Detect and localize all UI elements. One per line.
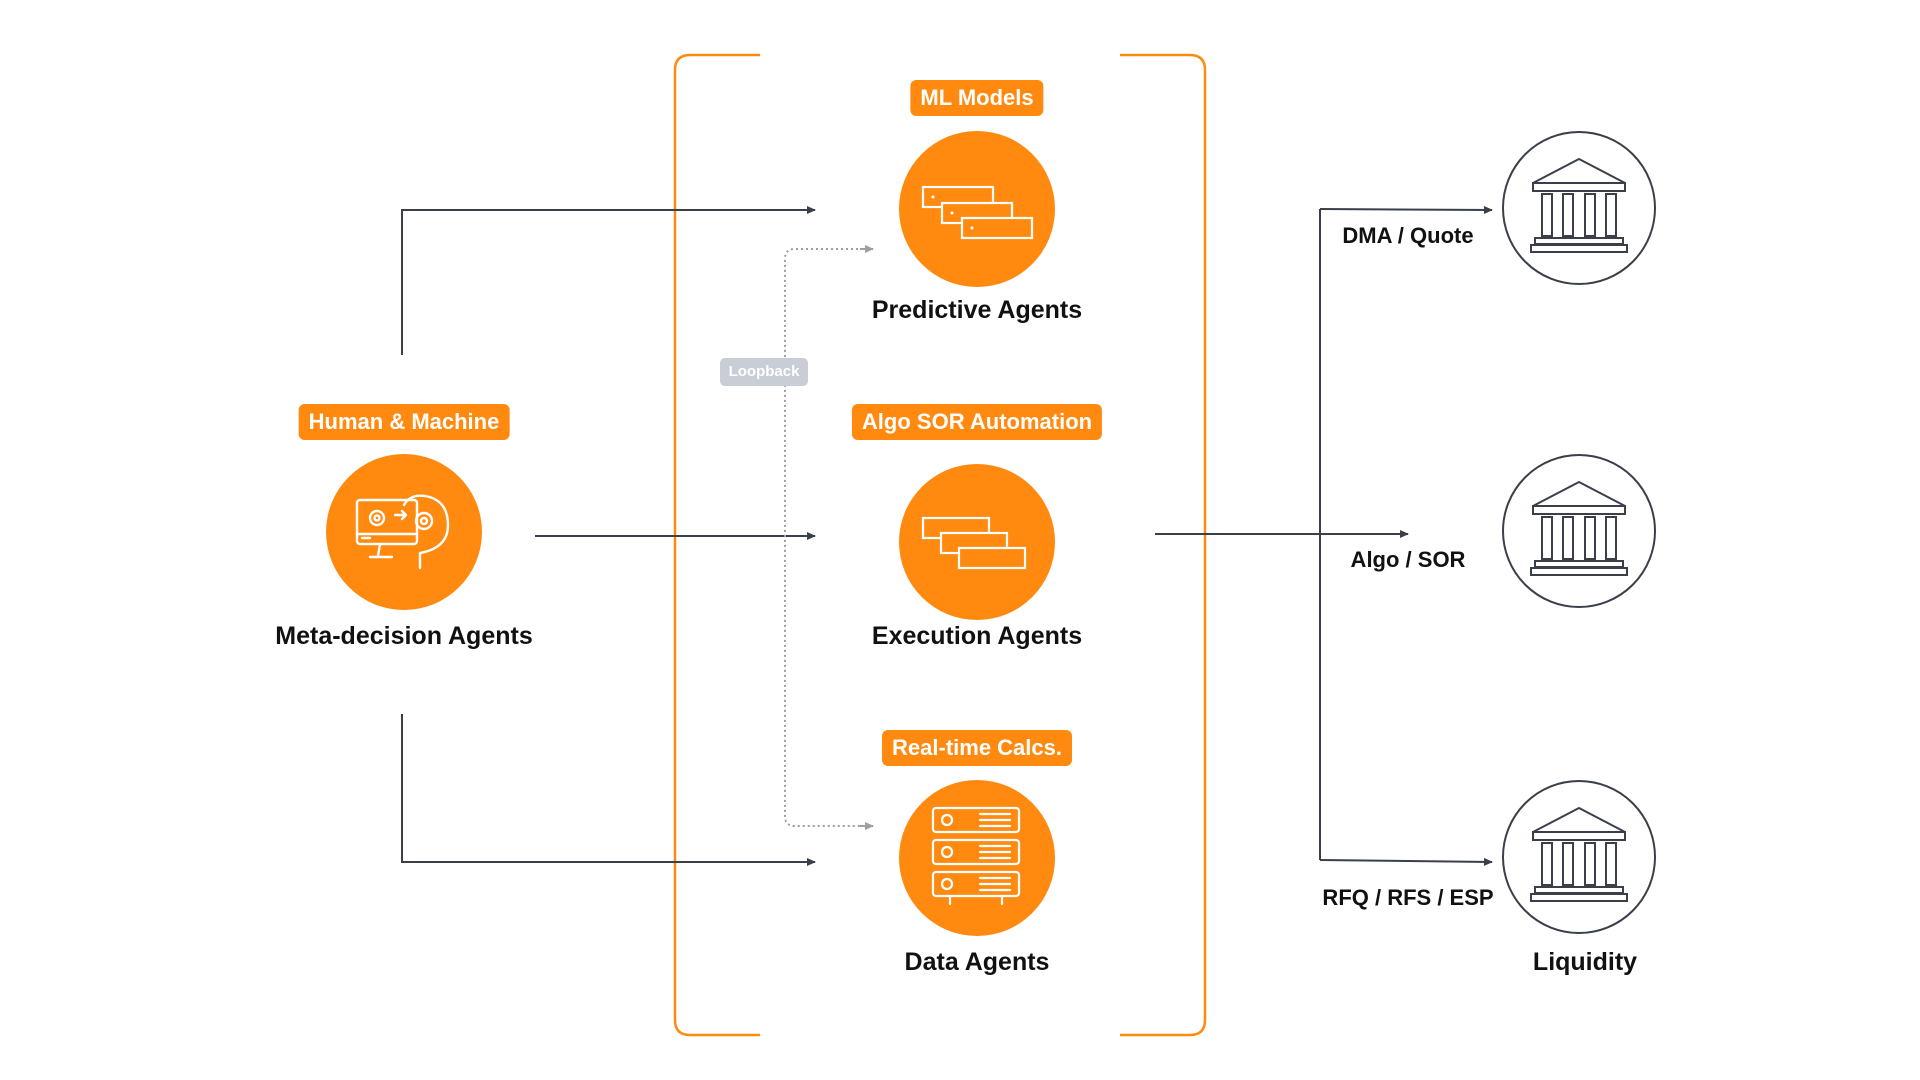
execution-agents-label: Execution Agents [871, 622, 1083, 650]
connector-to-dma [1319, 205, 1493, 214]
liquidity-venue-2 [1502, 454, 1656, 608]
data-agents-tag: Real-time Calcs. [882, 730, 1072, 766]
connector-to-predictive [401, 206, 816, 355]
route-label-algo: Algo / SOR [1350, 547, 1466, 572]
agents-to-liquidity-connectors [1155, 205, 1493, 866]
loopback-connector [784, 245, 874, 830]
data-agents-node [899, 780, 1055, 936]
data-agents-label: Data Agents [904, 948, 1050, 976]
stacked-models-icon [921, 185, 1034, 240]
route-label-dma: DMA / Quote [1342, 223, 1474, 248]
execution-agents-tag: Algo SOR Automation [851, 404, 1103, 440]
route-label-rfq: RFQ / RFS / ESP [1322, 885, 1494, 910]
human-machine-gears-icon [355, 494, 450, 570]
predictive-agents-label: Predictive Agents [871, 296, 1083, 324]
liquidity-venue-1 [1502, 131, 1656, 285]
liquidity-label: Liquidity [1532, 948, 1638, 976]
execution-agents-node [899, 464, 1055, 620]
connector-to-data [401, 714, 816, 866]
meta-decision-node [326, 454, 482, 610]
meta-to-agents-connectors [401, 206, 816, 866]
liquidity-venue-3 [1502, 780, 1656, 934]
stacked-cards-icon [921, 516, 1027, 570]
agents-bracket [673, 53, 1207, 1037]
bank-building-icon [1530, 806, 1628, 902]
connector-to-rfq [1319, 857, 1493, 866]
bank-building-icon [1530, 157, 1628, 253]
predictive-agents-tag: ML Models [910, 80, 1044, 116]
meta-decision-label: Meta-decision Agents [275, 622, 533, 650]
server-rack-icon [931, 806, 1021, 906]
meta-decision-tag: Human & Machine [298, 404, 510, 440]
predictive-agents-node [899, 131, 1055, 287]
loopback-badge: Loopback [720, 358, 808, 386]
bank-building-icon [1530, 480, 1628, 576]
